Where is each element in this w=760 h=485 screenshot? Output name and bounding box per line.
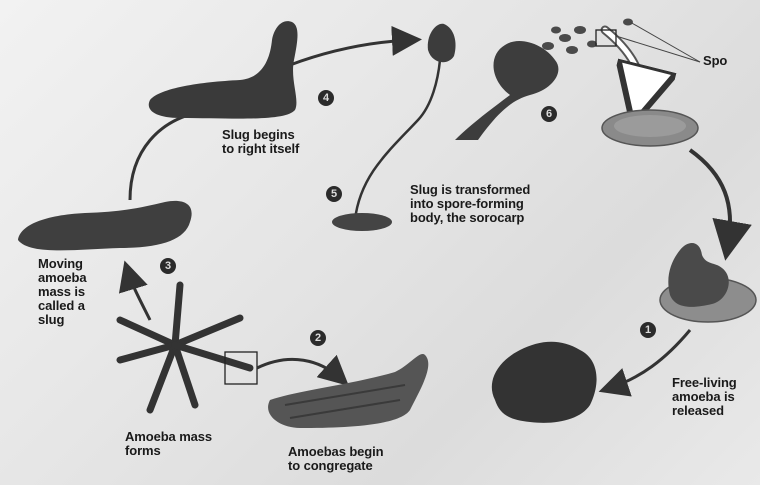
label-mass-forms: Amoeba mass forms — [125, 430, 212, 458]
label-congregate: Amoebas begin to congregate — [288, 445, 384, 473]
label-released: Free-living amoeba is released — [672, 376, 737, 418]
amoeba-aggregation — [120, 285, 250, 410]
arrow-slug-to-upright — [130, 112, 200, 200]
label-slug: Moving amoeba mass is called a slug — [38, 257, 87, 327]
arrow-upright-to-sorocarp — [290, 40, 410, 65]
free-amoeba — [492, 342, 597, 423]
arrow-germinate — [690, 150, 730, 245]
step-number-4: 4 — [318, 90, 334, 106]
label-slug-right: Slug begins to right itself — [222, 128, 299, 156]
arrow-mass-to-slug — [128, 272, 150, 320]
arrow-zoom — [257, 359, 340, 378]
step-number-5: 5 — [326, 186, 342, 202]
slug-righting — [149, 21, 298, 119]
label-sorocarp: Slug is transformed into spore-forming b… — [410, 183, 530, 225]
step-number-2: 2 — [310, 330, 326, 346]
amoeba-emerging — [668, 243, 728, 307]
label-spores: Spo — [703, 54, 727, 68]
step-number-3: 3 — [160, 258, 176, 274]
mature-sorocarp — [455, 41, 558, 140]
step-number-1: 1 — [640, 322, 656, 338]
slug-moving — [18, 201, 192, 250]
step-number-6: 6 — [541, 106, 557, 122]
